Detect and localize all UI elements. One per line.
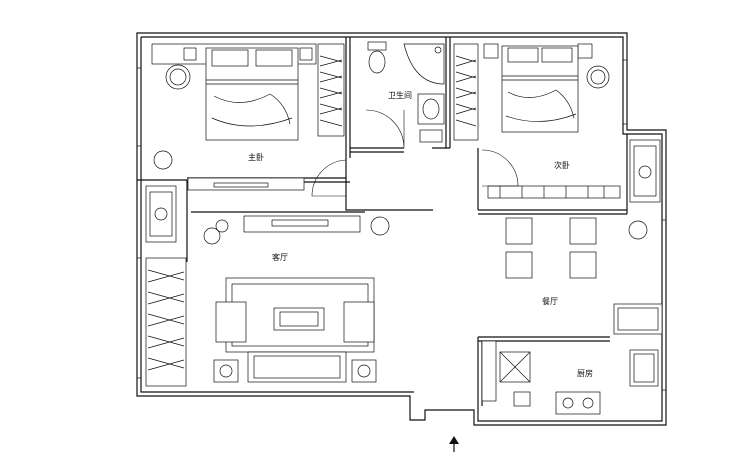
room-label-living-room: 客厅 xyxy=(272,252,288,262)
dining-room-furniture xyxy=(505,217,663,335)
master-bedroom-furniture xyxy=(151,43,345,191)
room-label-master-bedroom: 主卧 xyxy=(248,152,264,162)
bathroom-fixtures xyxy=(367,41,445,143)
outer-walls xyxy=(136,32,667,426)
living-room-furniture xyxy=(145,215,390,387)
room-label-second-bedroom: 次卧 xyxy=(554,160,570,170)
north-arrow-icon xyxy=(449,436,459,452)
doors xyxy=(311,109,519,197)
room-label-bathroom: 卫生间 xyxy=(388,90,412,100)
kitchen-furniture xyxy=(481,340,659,415)
room-label-kitchen: 厨房 xyxy=(577,368,593,378)
room-label-dining-room: 餐厅 xyxy=(542,297,558,306)
second-bedroom-furniture xyxy=(453,43,621,199)
side-units xyxy=(145,139,661,243)
